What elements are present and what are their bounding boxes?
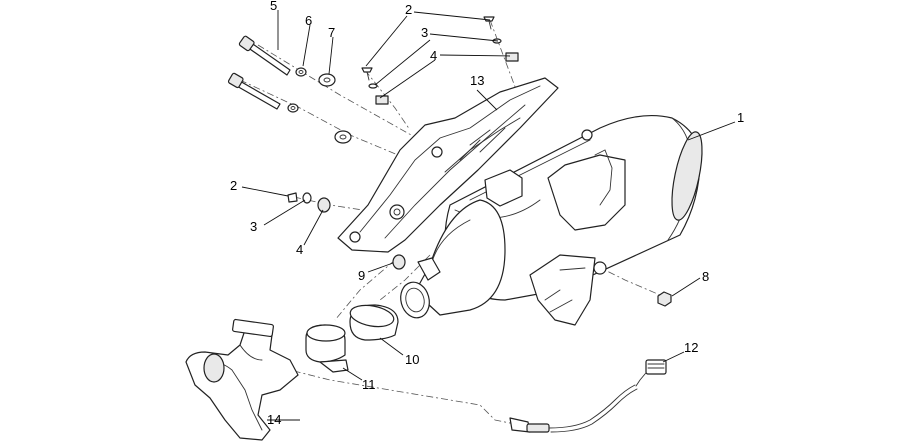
grommets-part-4: [317, 52, 519, 213]
callout-1: 1: [737, 110, 744, 125]
callout-12: 12: [684, 340, 698, 355]
gasket-part-10: [349, 304, 399, 341]
callout-11: 11: [362, 377, 376, 392]
silencer-part-1: [400, 114, 703, 326]
callout-7: 7: [328, 25, 335, 40]
callout-9: 9: [358, 268, 365, 283]
mounting-bolts-part-5: [227, 35, 291, 110]
callout-2: 2: [405, 2, 412, 17]
callout-2: 2: [230, 178, 237, 193]
callout-3: 3: [250, 219, 257, 234]
washers-part-7: [318, 73, 352, 144]
clamp-part-11: [305, 324, 349, 373]
callout-10: 10: [405, 352, 419, 367]
callout-14: 14: [267, 412, 281, 427]
lambda-sensor-part-12: [509, 359, 667, 433]
callout-4: 4: [430, 48, 437, 63]
nut-part-9: [392, 254, 406, 270]
callout-3: 3: [421, 25, 428, 40]
callout-5: 5: [270, 0, 277, 13]
callout-4: 4: [296, 242, 303, 257]
callout-13: 13: [470, 73, 484, 88]
callout-labels: 1 2 2 3 3 4 4 5 6 7 8 9 10 11 12 13 14: [230, 0, 744, 427]
callout-6: 6: [305, 13, 312, 28]
callout-8: 8: [702, 269, 709, 284]
heat-shield-part-13: [337, 77, 559, 253]
washers-part-6: [287, 67, 307, 113]
leader-lines: [241, 10, 736, 421]
manifold-part-14: [185, 318, 299, 441]
nut-part-8: [657, 291, 672, 307]
